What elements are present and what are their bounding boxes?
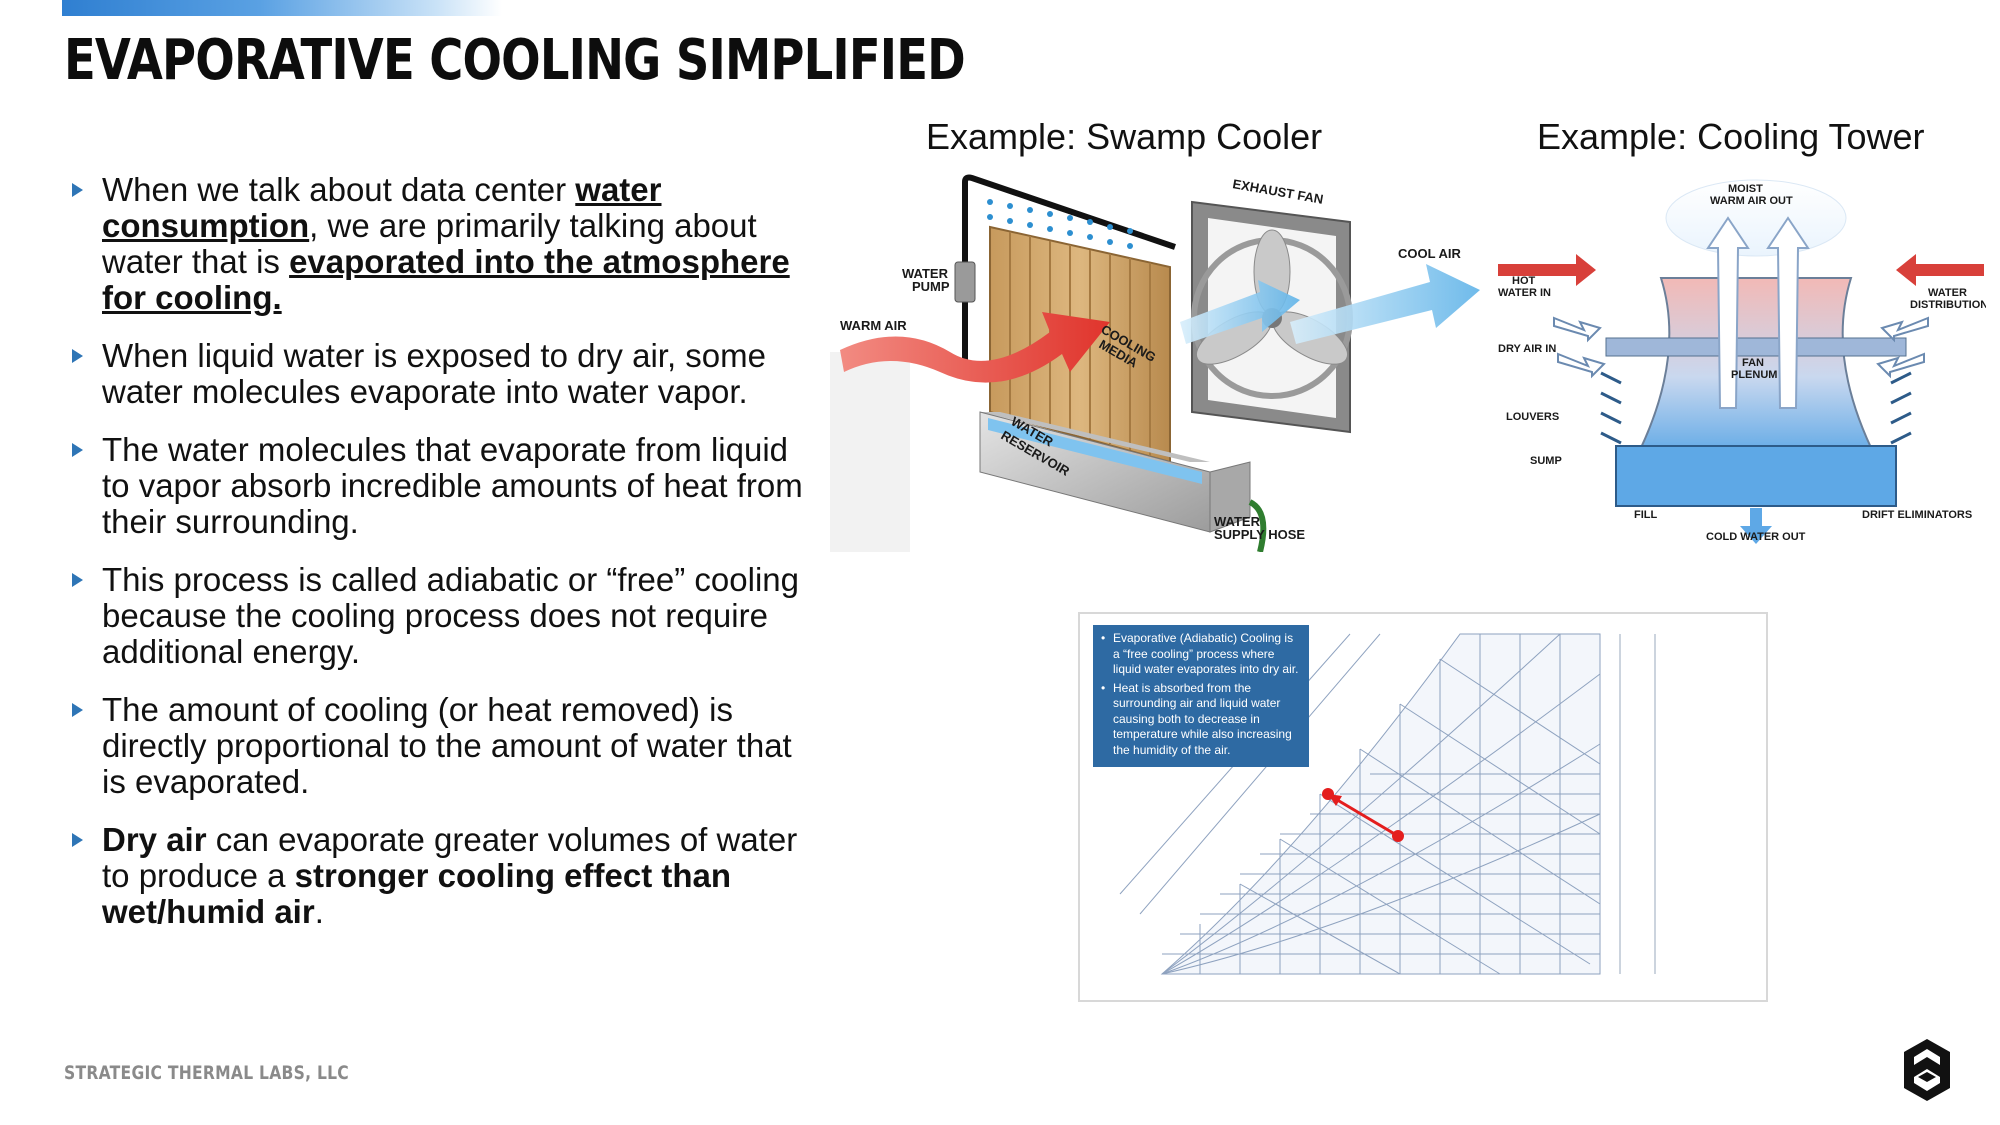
cooling-tower-caption: Example: Cooling Tower — [1537, 116, 1925, 157]
moist-warm-air-out-label: MOIST — [1728, 183, 1763, 195]
louvers-label: LOUVERS — [1506, 411, 1559, 423]
bullet-marker-icon — [72, 349, 83, 363]
exhaust-fan-label: EXHAUST FAN — [1231, 176, 1324, 207]
water-pipe — [962, 174, 1176, 362]
water-drips — [987, 199, 1133, 249]
water-pump-icon — [954, 261, 976, 303]
psychrometric-chart-grid — [1119, 633, 1656, 975]
cool-air-label: COOL AIR — [1398, 246, 1461, 261]
water-supply-hose-label: SUPPLY HOSE — [1214, 527, 1305, 542]
bullet-item: This process is called adiabatic or “fre… — [72, 562, 822, 670]
hot-water-in-arrow-icon — [1498, 254, 1596, 286]
cooling-tower-diagram: MOIST WARM AIR OUT HOT WATER IN WATER DI… — [1498, 179, 1986, 544]
dry-air-in-label: DRY AIR IN — [1498, 343, 1556, 355]
distribution-deck — [1605, 337, 1907, 357]
background-panel — [830, 352, 910, 552]
psychrometric-note: Evaporative (Adiabatic) Cooling is a “fr… — [1093, 625, 1309, 767]
sump-label: SUMP — [1530, 455, 1562, 467]
bullet-marker-icon — [72, 183, 83, 197]
end-state-point — [1322, 788, 1334, 800]
note-bullet: Evaporative (Adiabatic) Cooling is a “fr… — [1099, 631, 1303, 678]
bullet-marker-icon — [72, 703, 83, 717]
water-pump-label: WATER — [902, 266, 949, 281]
psychrometric-chart: Evaporative (Adiabatic) Cooling is a “fr… — [1078, 612, 1768, 1002]
hot-water-in-label: WATER IN — [1498, 287, 1551, 299]
note-bullet: Heat is absorbed from the surrounding ai… — [1099, 681, 1303, 759]
start-state-point — [1392, 830, 1404, 842]
drift-eliminators-label: DRIFT ELIMINATORS — [1862, 509, 1972, 521]
bullet-item: The water molecules that evaporate from … — [72, 432, 822, 540]
fan-plenum-label: PLENUM — [1731, 369, 1777, 381]
dry-air-in-arrows-icon — [1553, 316, 1929, 379]
sump-basin — [1615, 445, 1897, 507]
swamp-cooler-diagram: EXHAUST FAN COOL AIR WATER PUMP WARM AIR… — [830, 174, 1480, 552]
bullet-item: The amount of cooling (or heat removed) … — [72, 692, 822, 800]
hot-water-in-label: HOT — [1512, 275, 1536, 287]
cold-water-out-arrow-icon — [1740, 508, 1772, 544]
fill-label: FILL — [1634, 509, 1657, 521]
bullet-marker-icon — [72, 443, 83, 457]
bullet-list: When we talk about data center water con… — [72, 172, 822, 952]
company-logo-icon — [1904, 1039, 1950, 1101]
water-distribution-label: WATER — [1928, 287, 1967, 299]
bullet-item: When we talk about data center water con… — [72, 172, 822, 316]
water-distribution-label: DISTRIBUTION — [1910, 299, 1986, 311]
reservoir-end — [1209, 461, 1251, 533]
moist-warm-air-out-label: WARM AIR OUT — [1710, 195, 1793, 207]
bullet-item: When liquid water is exposed to dry air,… — [72, 338, 822, 410]
bullet-item: Dry air can evaporate greater volumes of… — [72, 822, 822, 930]
warm-air-out-arrows-icon — [1706, 216, 1810, 409]
process-line — [1333, 796, 1399, 838]
reservoir-water — [988, 418, 1202, 484]
chart-gridlines — [1119, 633, 1601, 975]
fan-plenum-label: FAN — [1742, 357, 1764, 369]
water-pump-label: PUMP — [912, 279, 950, 294]
footer-company-name: STRATEGIC THERMAL LABS, LLC — [64, 1062, 349, 1084]
louvers — [1600, 371, 1912, 445]
cold-water-out-label: COLD WATER OUT — [1706, 531, 1806, 543]
chart-side-scale — [1619, 634, 1656, 974]
water-supply-hose — [1248, 499, 1267, 552]
top-accent-bar — [62, 0, 502, 16]
warm-air-arrow-icon — [840, 312, 1110, 383]
cool-air-arrow-icon — [1180, 280, 1300, 344]
cool-air-arrow-icon — [1290, 264, 1480, 344]
water-supply-hose-label: WATER — [1214, 514, 1261, 529]
hot-water-in-arrow-icon — [1896, 254, 1984, 286]
slide-title: EVAPORATIVE COOLING SIMPLIFIED — [64, 28, 966, 93]
reservoir-top — [980, 412, 1210, 462]
bullet-marker-icon — [72, 833, 83, 847]
bullet-marker-icon — [72, 573, 83, 587]
swamp-cooler-caption: Example: Swamp Cooler — [926, 116, 1323, 157]
warm-air-label: WARM AIR — [840, 318, 907, 333]
